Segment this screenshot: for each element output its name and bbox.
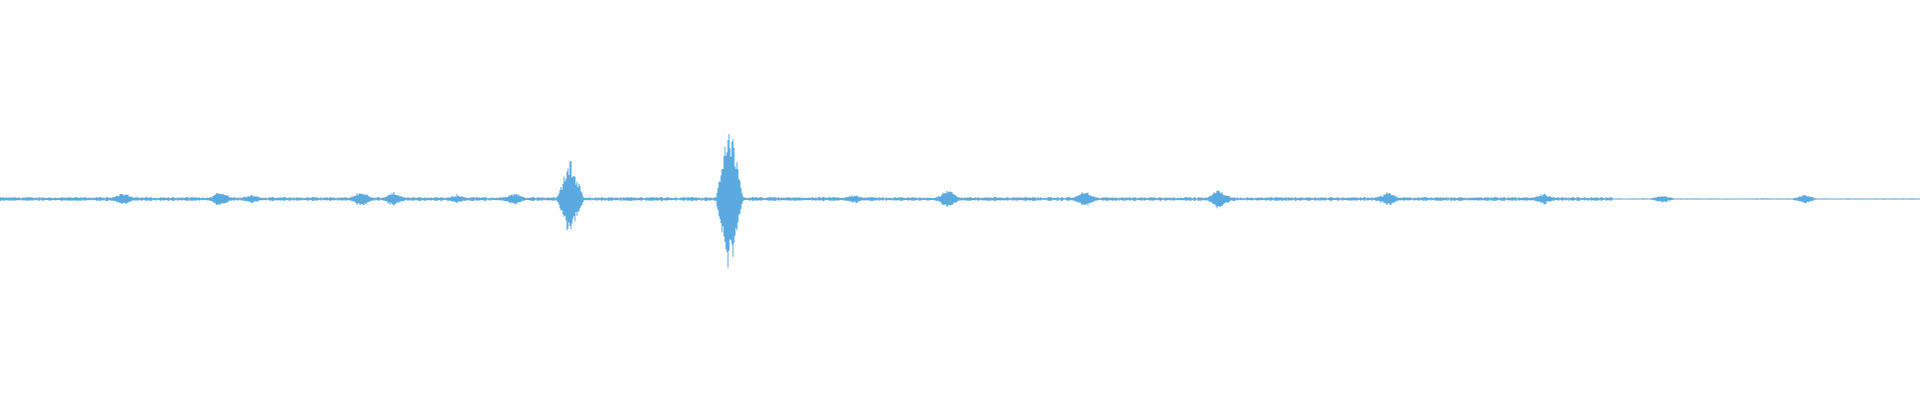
waveform-signal — [0, 133, 1916, 268]
